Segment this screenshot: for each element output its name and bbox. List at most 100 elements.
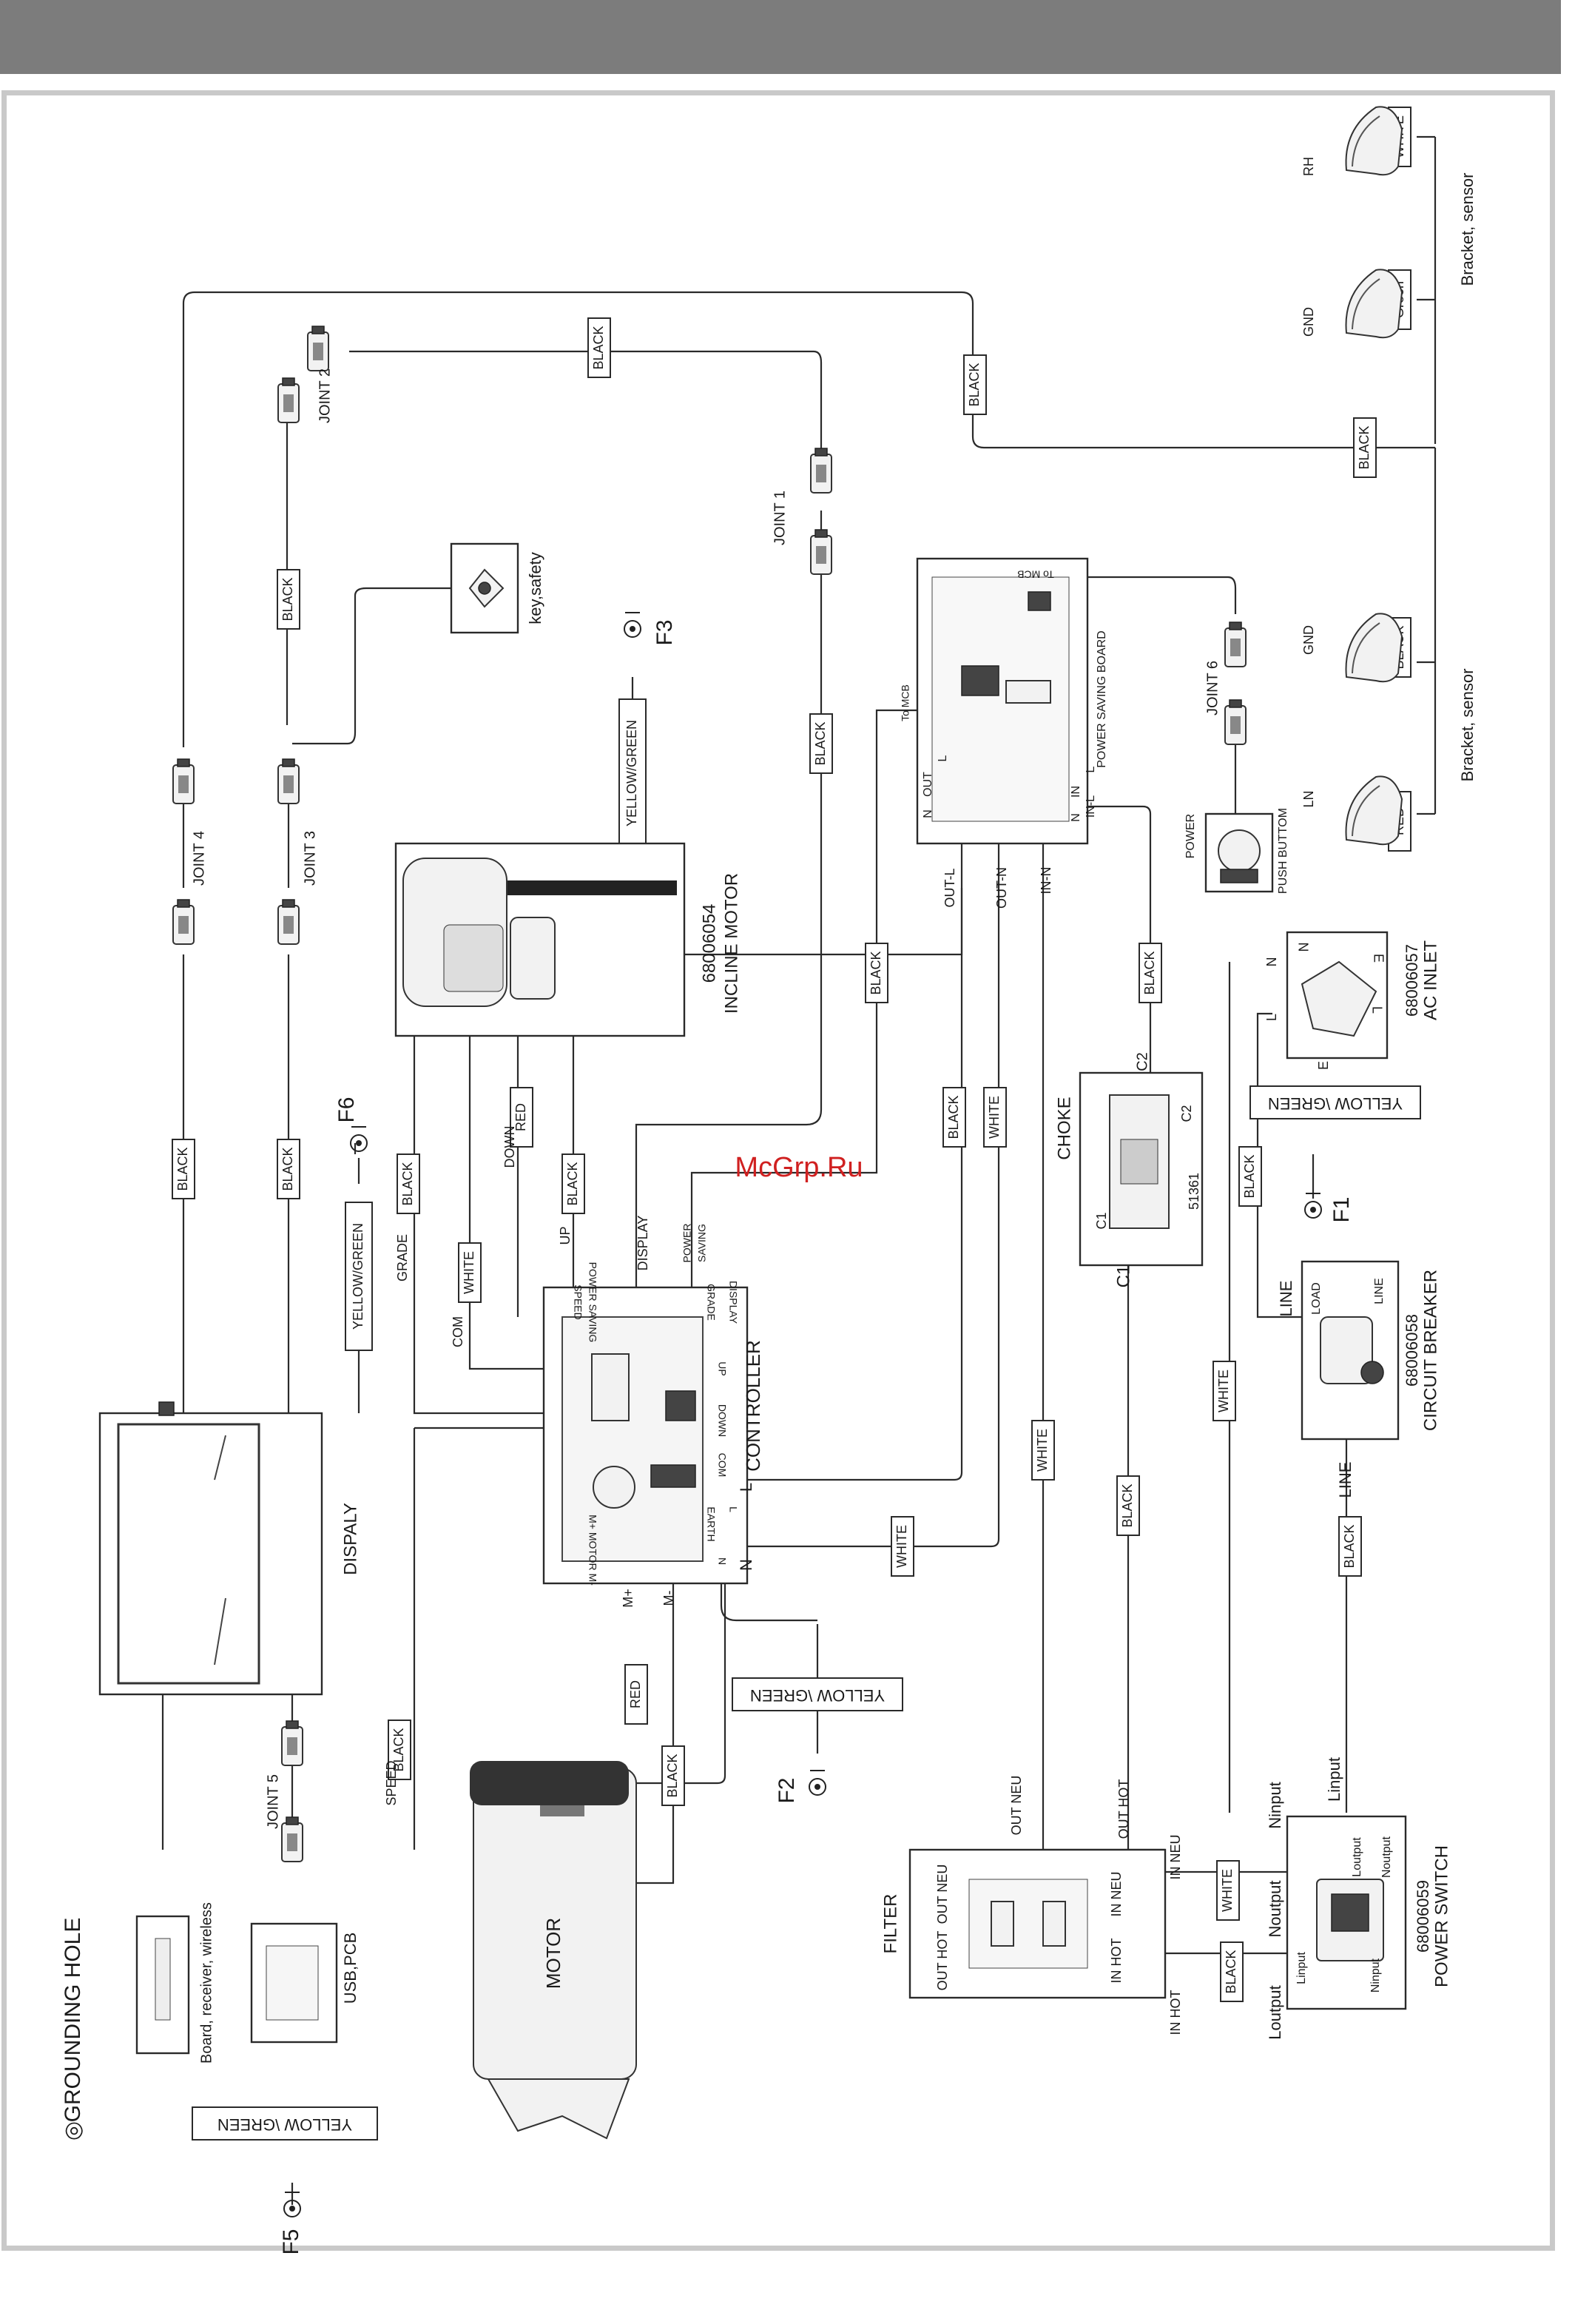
tag-black-j2-text: BLACK [591, 326, 606, 369]
tag-yellow-green-f6-text: YELLOW/GREEN [351, 1223, 365, 1330]
tag-black-up: BLACK [561, 1153, 585, 1214]
wire-earth [720, 1583, 817, 1622]
sensor-bracket-bottom-label: Bracket, sensor [1458, 669, 1477, 782]
signal-ac-l: L [1264, 1014, 1279, 1021]
tag-black-sensor-top: BLACK [963, 354, 987, 415]
key-safety-label: key,safety [526, 552, 544, 624]
controller-pin-10: M+ MOTOR M- [587, 1515, 598, 1586]
tag-yellow-green-f6: YELLOW/GREEN [345, 1202, 373, 1351]
signal-l: L [737, 1483, 755, 1492]
ac-pin-l: L [1369, 1006, 1384, 1014]
tag-black-sensor-bus-text: BLACK [1357, 425, 1372, 469]
tag-yellow-green-f1: YELLOW \GREEN [1249, 1085, 1421, 1119]
tag-white-com-text: WHITE [462, 1251, 476, 1294]
tag-yellow-green-f5: YELLOW \GREEN [192, 2106, 378, 2141]
signal-out-l: OUT-L [942, 868, 957, 907]
tag-black-ac-l: BLACK [1238, 1146, 1262, 1207]
ac-pin-e: E [1371, 954, 1386, 963]
tag-white-in-n: WHITE [1031, 1420, 1055, 1481]
legend-text: GROUNDING HOLE [61, 1918, 85, 2123]
controller-label: CONTROLLER [742, 1340, 764, 1472]
wire-com [468, 1036, 544, 1370]
signal-ac-n: N [1264, 957, 1279, 967]
tag-black-up-text: BLACK [565, 1162, 580, 1205]
ac-inlet-component [1286, 931, 1389, 1060]
tag-yellow-green-f3-text: YELLOW/GREEN [624, 720, 639, 826]
switch-pin-loutput: Loutput [1351, 1837, 1363, 1877]
psb-out-l: L [937, 755, 949, 761]
filter-component [908, 1848, 1167, 1999]
tag-black-filter-text: BLACK [1224, 1950, 1238, 1993]
controller-pin-7: L [727, 1506, 739, 1512]
joint-2-lower-connector [277, 377, 300, 423]
signal-breaker-line-in: LINE [1277, 1281, 1295, 1317]
tag-black-j2-j3: BLACK [277, 569, 300, 630]
switch-label: POWER SWITCH [1431, 1845, 1451, 1987]
sensor-bracket-top-label: Bracket, sensor [1458, 173, 1477, 286]
choke-component [1079, 1071, 1204, 1267]
ground-f2-label: F2 [775, 1777, 799, 1803]
ground-f6-label: F6 [334, 1097, 359, 1122]
joint-5-label: JOINT 5 [265, 1774, 281, 1829]
signal-linput: Linput [1325, 1757, 1343, 1802]
signal-com: COM [451, 1316, 465, 1347]
controller-pin-3: DISPLAY [727, 1281, 739, 1324]
ground-f5-label: F5 [279, 2229, 303, 2254]
wire-ac-l [1256, 1012, 1302, 1318]
signal-breaker-line-out: LINE [1336, 1462, 1355, 1498]
tag-black-j1: BLACK [809, 713, 833, 774]
breaker-pin-line: LINE [1373, 1278, 1386, 1304]
tag-black-j3: BLACK [277, 1139, 300, 1199]
controller-component [542, 1286, 749, 1585]
board-receiver-component [135, 1915, 190, 2055]
tag-black-j3-text: BLACK [280, 1147, 295, 1190]
tag-white-ac-n-text: WHITE [1216, 1370, 1231, 1412]
tag-white-filter: WHITE [1216, 1860, 1240, 1921]
tag-white-ac-n: WHITE [1212, 1361, 1236, 1421]
wire-power-saving [690, 709, 917, 1287]
wire-motor-plus [636, 1583, 726, 1785]
joint-2-connector [307, 326, 329, 371]
usb-pcb-label: USB,PCB [341, 1933, 360, 2004]
signal-loutput: Loutput [1266, 1985, 1284, 2039]
ground-f3-label: F3 [652, 619, 677, 645]
joint-6-connector [1224, 622, 1247, 667]
page-frame [1, 90, 1555, 2251]
breaker-label: CIRCUIT BREAKER [1420, 1270, 1440, 1431]
choke-pn: 51361 [1187, 1173, 1201, 1210]
tag-yellow-green-f2-text: YELLOW \GREEN [750, 1686, 885, 1705]
choke-pin-c1: C1 [1094, 1212, 1109, 1229]
signal-out-hot: OUT HOT [1116, 1779, 1131, 1839]
signal-ninput: Ninput [1266, 1782, 1284, 1829]
tag-black-motor-text: BLACK [665, 1754, 680, 1797]
sensor-gnd-bottom-label: GND [1301, 625, 1316, 655]
joint-5-connector [281, 1720, 303, 1766]
tag-black-j4-text: BLACK [175, 1147, 190, 1190]
signal-in-hot: IN HOT [1168, 1990, 1183, 2035]
tag-white-in-n-text: WHITE [1035, 1429, 1050, 1472]
psb-in-n: N [1070, 813, 1082, 822]
tag-black-line-text: BLACK [1342, 1524, 1357, 1568]
key-safety-component [450, 542, 519, 634]
signal-speed: SPEED [384, 1760, 399, 1805]
tag-white-com: WHITE [458, 1242, 482, 1303]
tag-white-out-n-text: WHITE [987, 1096, 1002, 1139]
tag-black-j2: BLACK [587, 317, 611, 378]
wire-out-l [747, 843, 963, 1481]
psb-in: IN [1070, 786, 1082, 798]
ground-f1-icon [1304, 1193, 1322, 1219]
tag-yellow-green-f3: YELLOW/GREEN [618, 698, 647, 848]
psb-in-l2: IN-L [1085, 795, 1097, 818]
ac-inlet-pn: 68006057 [1403, 944, 1421, 1017]
joint-5-lower-connector [281, 1816, 303, 1862]
tag-black-ac-l-text: BLACK [1242, 1154, 1257, 1198]
ac-pin-n: N [1295, 943, 1310, 952]
tag-red-motor: RED [624, 1664, 648, 1725]
tag-black-power-saving: BLACK [865, 943, 888, 1003]
wire-key [292, 587, 451, 745]
psb-to-mcb: To MCB [1017, 568, 1054, 580]
sensor-gnd-top-plate [1345, 269, 1403, 339]
joint-4-lower-connector [172, 899, 195, 945]
signal-n: N [737, 1559, 755, 1571]
